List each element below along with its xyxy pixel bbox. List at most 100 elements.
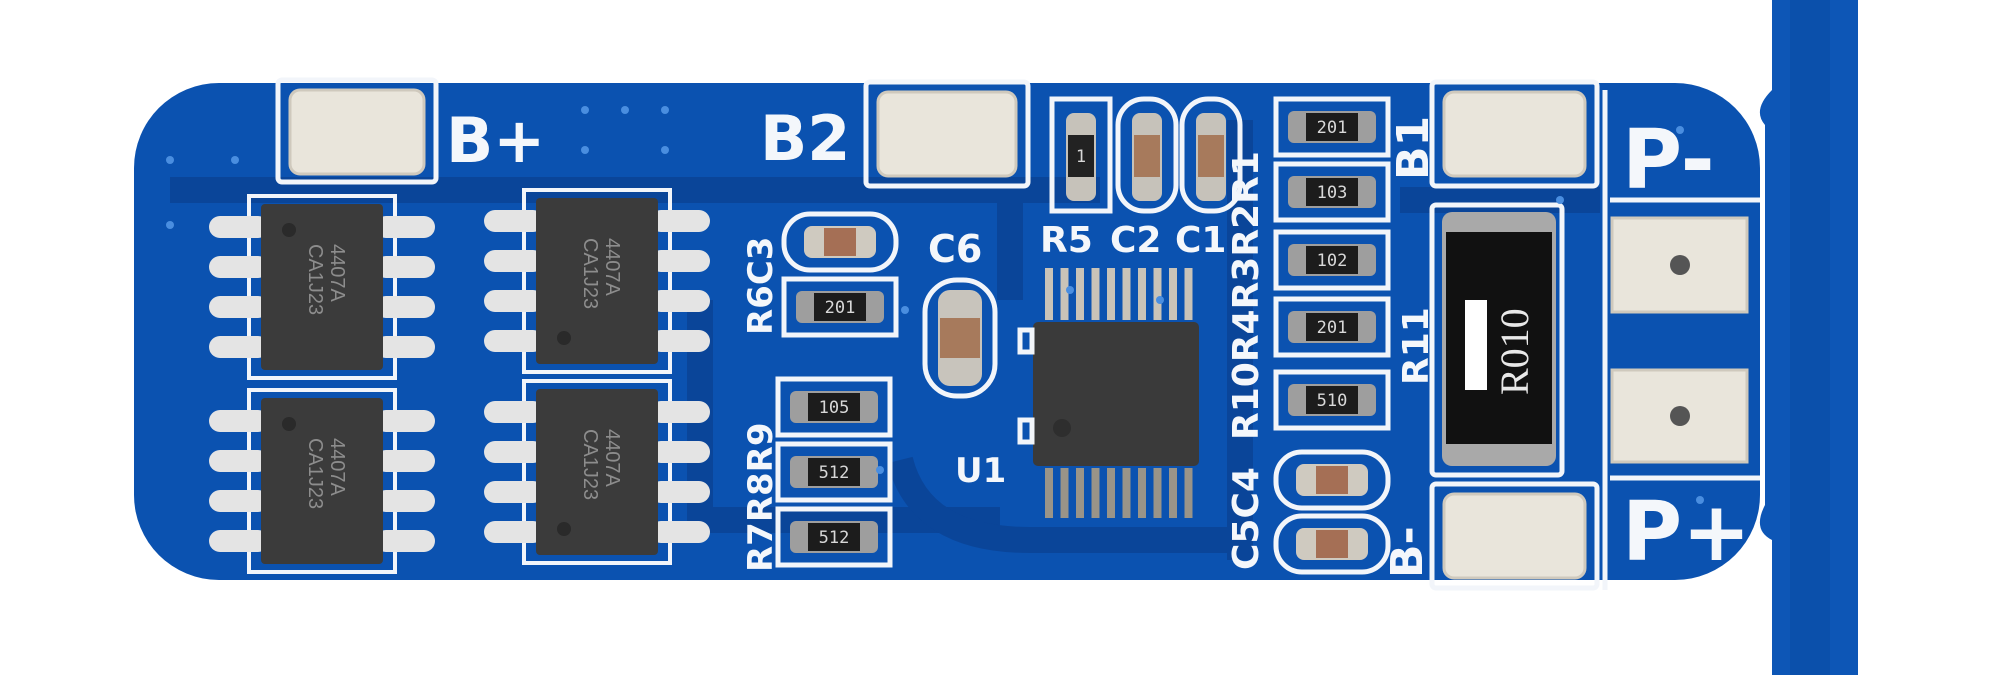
resistor-code: 512 (819, 528, 850, 548)
ic-lead (1107, 468, 1115, 518)
via (231, 156, 239, 164)
capacitor-c3 (781, 211, 899, 273)
resistor-r1: 201 (1273, 96, 1391, 158)
ic-lead (1045, 468, 1053, 518)
capacitor-c1 (1179, 96, 1243, 214)
label-c5c4: C5C4 (1226, 467, 1267, 570)
label-r11: R11 (1396, 307, 1437, 385)
lead (650, 330, 710, 352)
capacitor-c4 (1273, 449, 1391, 511)
via (166, 221, 174, 229)
via (901, 306, 909, 314)
shunt-marking: R010 (1492, 308, 1537, 395)
ic-lead (1107, 268, 1115, 320)
chip-body (261, 398, 383, 564)
lead (375, 530, 435, 552)
lead (209, 490, 269, 512)
resistor-r7: 512 (775, 506, 893, 568)
lead (650, 250, 710, 272)
via (621, 106, 629, 114)
resistor-code: 201 (1317, 318, 1348, 338)
ic-lead (1045, 268, 1053, 320)
resistor-code: 510 (1317, 391, 1348, 411)
lead (209, 256, 269, 278)
via (1156, 296, 1164, 304)
resistor-r10: 510 (1273, 369, 1391, 431)
chip-body (261, 204, 383, 370)
ic-lead (1091, 468, 1100, 518)
ic-lead (1060, 468, 1069, 518)
lead (375, 216, 435, 238)
ic-lead (1153, 468, 1162, 518)
ic-lead (1169, 268, 1177, 320)
label-b2: B2 (760, 102, 850, 175)
shunt-resistor-r11: R010 (1429, 202, 1565, 478)
resistor-code: 103 (1317, 183, 1348, 203)
ic-lead (1060, 268, 1069, 320)
mosfet-lot: CA1J23 (579, 429, 601, 500)
ic-lead (1091, 268, 1100, 320)
resistor-r9: 105 (775, 376, 893, 438)
silk-outline (522, 379, 672, 565)
resistor-r4: 201 (1273, 296, 1391, 358)
pad-b1 (1429, 79, 1600, 189)
pad-p-plus-hole (1610, 368, 1749, 464)
lead (375, 336, 435, 358)
label-r6c3: R6C3 (741, 237, 781, 335)
mosfet-lot: CA1J23 (304, 438, 326, 509)
lead (209, 296, 269, 318)
ic-lead (1184, 268, 1193, 320)
mosfet-part: 4407A (326, 438, 348, 496)
capacitor-c6 (922, 277, 998, 399)
silk-outline (247, 194, 397, 380)
mosfet-part: 4407A (601, 238, 623, 296)
label-b-plus: B+ (446, 104, 545, 177)
lead (484, 521, 544, 543)
silk-outline (247, 388, 397, 574)
label-u1: U1 (955, 451, 1006, 491)
ic-lead (1169, 468, 1177, 518)
resistor-r6: 201 (781, 276, 899, 338)
resistor-code: 105 (819, 398, 850, 418)
lead (209, 216, 269, 238)
via (166, 156, 174, 164)
lead (209, 530, 269, 552)
lead (209, 450, 269, 472)
lead (484, 210, 544, 232)
ic-lead (1122, 468, 1131, 518)
ic-lead (1122, 268, 1131, 320)
pin1-dot (282, 223, 296, 237)
vias (166, 106, 1704, 504)
label-b-minus: B- (1382, 526, 1433, 578)
via (1066, 286, 1074, 294)
label-r5: R5 (1040, 220, 1093, 261)
label-p-minus: P- (1622, 113, 1715, 208)
label-c2: C2 (1110, 220, 1161, 261)
resistor-r3: 102 (1273, 229, 1391, 291)
lead (375, 450, 435, 472)
ic-u1 (1033, 268, 1199, 518)
mosfet-part: 4407A (326, 244, 348, 302)
resistor-code: 102 (1317, 251, 1348, 271)
ic-lead (1153, 268, 1162, 320)
lead (484, 441, 544, 463)
pin1-dot (557, 331, 571, 345)
metal-tab (1759, 0, 1858, 675)
chip-body (536, 389, 658, 555)
pin1-dot (282, 417, 296, 431)
via (661, 146, 669, 154)
resistor-r2: 103 (1273, 161, 1391, 223)
lead (375, 256, 435, 278)
lead (484, 481, 544, 503)
lead (209, 410, 269, 432)
lead (484, 330, 544, 352)
lead (650, 521, 710, 543)
via (1676, 126, 1684, 134)
label-b1: B1 (1388, 116, 1439, 180)
via (876, 466, 884, 474)
